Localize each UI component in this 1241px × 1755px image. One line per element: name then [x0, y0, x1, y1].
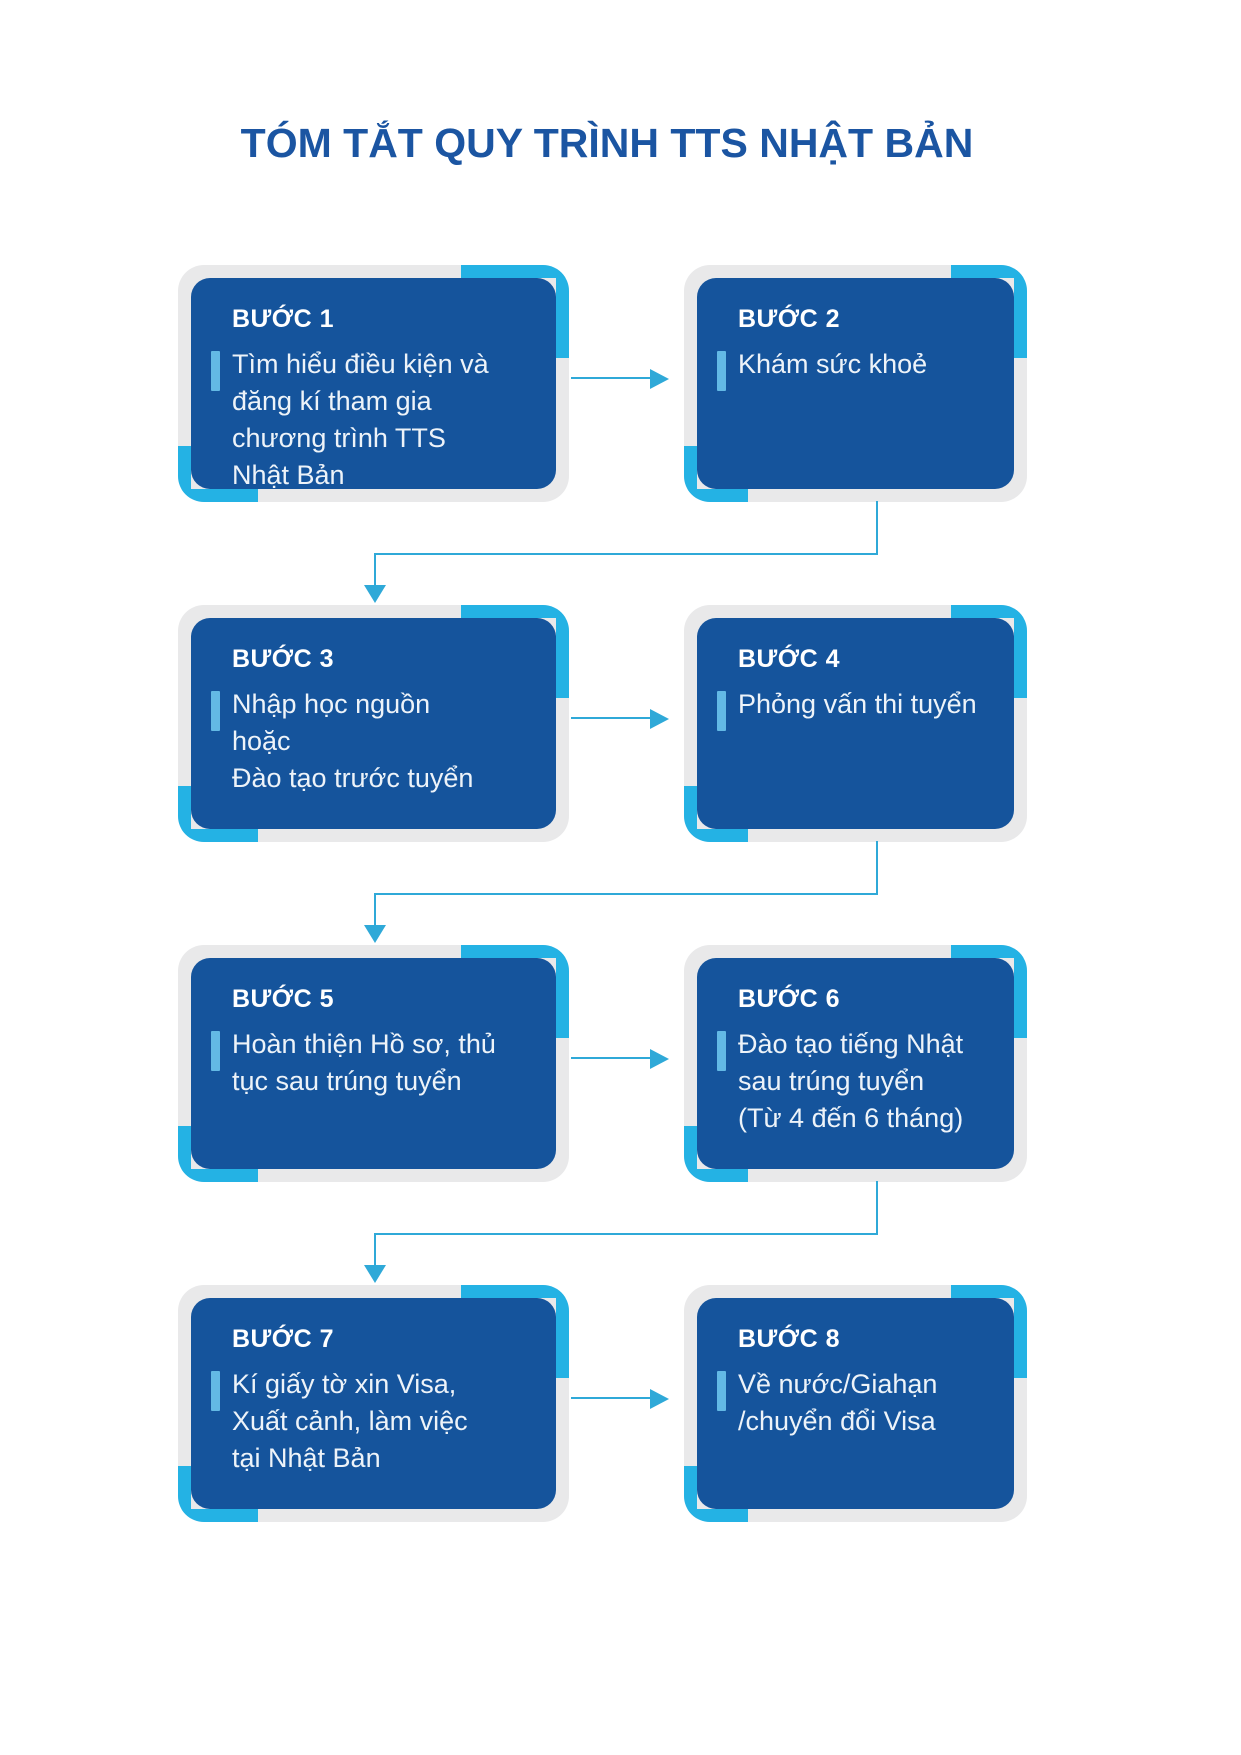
step-card-3: BƯỚC 3 Nhập học nguồn hoặc Đào tạo trước…: [178, 605, 569, 842]
step-number: BƯỚC 6: [738, 985, 841, 1013]
step-card-4: BƯỚC 4 Phỏng vấn thi tuyển: [684, 605, 1027, 842]
step-card-body: BƯỚC 7 Kí giấy tờ xin Visa, Xuất cảnh, l…: [191, 1298, 556, 1509]
connector-step4-to-step5: [374, 893, 376, 925]
arrowhead-right-icon: [650, 369, 669, 389]
connector-step4-to-step5: [374, 893, 878, 895]
corner-accent-top-right: [1014, 1285, 1027, 1378]
corner-accent-bottom-left: [684, 786, 697, 842]
step-card-body: BƯỚC 4 Phỏng vấn thi tuyển: [697, 618, 1014, 829]
step-card-7: BƯỚC 7 Kí giấy tờ xin Visa, Xuất cảnh, l…: [178, 1285, 569, 1522]
connector-step4-to-step5: [876, 841, 878, 894]
step-description: Tìm hiểu điều kiện và đăng kí tham gia c…: [211, 346, 556, 494]
step-card-2: BƯỚC 2 Khám sức khoẻ: [684, 265, 1027, 502]
step-card-6: BƯỚC 6 Đào tạo tiếng Nhật sau trúng tuyể…: [684, 945, 1027, 1182]
corner-accent-top-right: [556, 1285, 569, 1378]
step-card-body: BƯỚC 5 Hoàn thiện Hồ sơ, thủ tục sau trú…: [191, 958, 556, 1169]
arrowhead-down-icon: [364, 585, 386, 603]
arrow-step7-to-step8: [571, 1397, 650, 1399]
step-number: BƯỚC 2: [738, 305, 841, 333]
step-card-body: BƯỚC 3 Nhập học nguồn hoặc Đào tạo trước…: [191, 618, 556, 829]
arrowhead-right-icon: [650, 709, 669, 729]
corner-accent-bottom-left: [684, 446, 697, 502]
arrowhead-right-icon: [650, 1049, 669, 1069]
corner-accent-top-right: [1014, 945, 1027, 1038]
text-accent-bar: [717, 351, 726, 391]
corner-accent-top-right: [556, 605, 569, 698]
corner-accent-bottom-left: [178, 1466, 191, 1522]
arrowhead-right-icon: [650, 1389, 669, 1409]
step-card-1: BƯỚC 1 Tìm hiểu điều kiện và đăng kí tha…: [178, 265, 569, 502]
corner-accent-bottom-left: [178, 446, 191, 502]
connector-step2-to-step3: [374, 553, 376, 585]
corner-accent-top-right: [461, 1285, 569, 1298]
step-card-body: BƯỚC 8 Về nước/Giahạn /chuyển đổi Visa: [697, 1298, 1014, 1509]
step-card-body: BƯỚC 1 Tìm hiểu điều kiện và đăng kí tha…: [191, 278, 556, 490]
connector-step6-to-step7: [374, 1233, 878, 1235]
corner-accent-bottom-left: [178, 1126, 191, 1182]
step-number: BƯỚC 1: [232, 305, 335, 333]
arrowhead-down-icon: [364, 925, 386, 943]
corner-accent-bottom-left: [178, 829, 258, 842]
step-number: BƯỚC 8: [738, 1325, 841, 1353]
corner-accent-bottom-left: [178, 786, 191, 842]
corner-accent-bottom-left: [684, 1126, 697, 1182]
corner-accent-top-right: [951, 945, 1027, 958]
text-accent-bar: [211, 691, 220, 731]
corner-accent-top-right: [1014, 605, 1027, 698]
step-card-8: BƯỚC 8 Về nước/Giahạn /chuyển đổi Visa: [684, 1285, 1027, 1522]
corner-accent-bottom-left: [178, 1169, 258, 1182]
step-card-body: BƯỚC 2 Khám sức khoẻ: [697, 278, 1014, 489]
text-accent-bar: [717, 1371, 726, 1411]
corner-accent-bottom-left: [684, 1169, 748, 1182]
connector-step6-to-step7: [374, 1233, 376, 1265]
connector-step6-to-step7: [876, 1181, 878, 1234]
corner-accent-top-right: [556, 945, 569, 1038]
corner-accent-bottom-left: [684, 489, 748, 502]
corner-accent-bottom-left: [178, 489, 258, 502]
corner-accent-top-right: [951, 265, 1027, 278]
arrowhead-down-icon: [364, 1265, 386, 1283]
corner-accent-top-right: [951, 605, 1027, 618]
text-accent-bar: [211, 1371, 220, 1411]
step-description: Kí giấy tờ xin Visa, Xuất cảnh, làm việc…: [211, 1366, 556, 1477]
step-description: Khám sức khoẻ: [717, 346, 1014, 391]
connector-step2-to-step3: [374, 553, 878, 555]
arrow-step3-to-step4: [571, 717, 650, 719]
step-description: Phỏng vấn thi tuyển: [717, 686, 1014, 731]
text-accent-bar: [211, 351, 220, 391]
arrow-step1-to-step2: [571, 377, 650, 379]
corner-accent-bottom-left: [178, 1509, 258, 1522]
text-accent-bar: [717, 691, 726, 731]
text-accent-bar: [717, 1031, 726, 1071]
corner-accent-bottom-left: [684, 1509, 748, 1522]
step-card-5: BƯỚC 5 Hoàn thiện Hồ sơ, thủ tục sau trú…: [178, 945, 569, 1182]
step-card-body: BƯỚC 6 Đào tạo tiếng Nhật sau trúng tuyể…: [697, 958, 1014, 1169]
step-description: Hoàn thiện Hồ sơ, thủ tục sau trúng tuyể…: [211, 1026, 556, 1100]
corner-accent-bottom-left: [684, 829, 748, 842]
step-number: BƯỚC 7: [232, 1325, 335, 1353]
step-number: BƯỚC 4: [738, 645, 841, 673]
step-description: Về nước/Giahạn /chuyển đổi Visa: [717, 1366, 1014, 1440]
corner-accent-top-right: [461, 265, 569, 278]
connector-step2-to-step3: [876, 501, 878, 554]
step-description: Đào tạo tiếng Nhật sau trúng tuyển (Từ 4…: [717, 1026, 1014, 1137]
corner-accent-top-right: [556, 265, 569, 358]
corner-accent-top-right: [951, 1285, 1027, 1298]
page-title: TÓM TẮT QUY TRÌNH TTS NHẬT BẢN: [240, 120, 974, 166]
arrow-step5-to-step6: [571, 1057, 650, 1059]
corner-accent-top-right: [1014, 265, 1027, 358]
step-description: Nhập học nguồn hoặc Đào tạo trước tuyển: [211, 686, 556, 797]
text-accent-bar: [211, 1031, 220, 1071]
step-number: BƯỚC 3: [232, 645, 335, 673]
step-number: BƯỚC 5: [232, 985, 335, 1013]
corner-accent-top-right: [461, 605, 569, 618]
corner-accent-top-right: [461, 945, 569, 958]
corner-accent-bottom-left: [684, 1466, 697, 1522]
